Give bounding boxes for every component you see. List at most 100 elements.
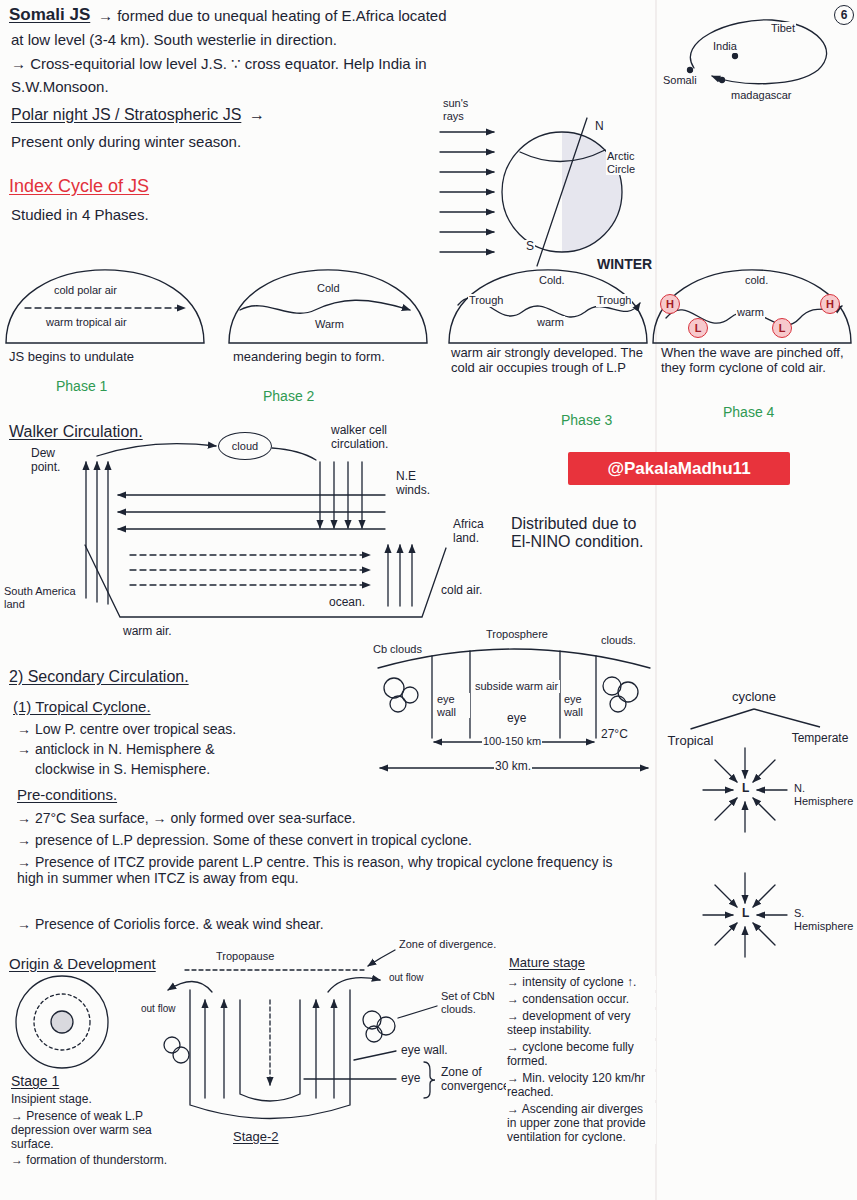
pressure-circle: H xyxy=(820,294,840,314)
note-text: Origin & Development xyxy=(8,955,157,972)
note-text: Polar night JS / Stratospheric JS xyxy=(10,106,242,124)
note-text: L xyxy=(741,907,750,921)
note-text: Phase 4 xyxy=(722,404,775,420)
node-text: cyclone xyxy=(732,690,776,705)
note-text: Tropopause xyxy=(215,950,275,963)
note-text: Set of CbN clouds. xyxy=(440,990,500,1015)
note-text: Cb clouds xyxy=(372,643,423,656)
phase-dome: ColdWarm xyxy=(228,268,428,343)
note-text: N xyxy=(594,120,605,134)
note-text: Phase 2 xyxy=(262,388,315,404)
note-text: L xyxy=(741,782,750,796)
note-text: meandering begin to form. xyxy=(232,350,424,365)
note-text: Index Cycle of JS xyxy=(8,176,150,197)
node-text: @PakalaMadhu11 xyxy=(607,459,750,479)
tree-term: cyclone xyxy=(728,686,780,708)
node-text: Warm xyxy=(314,318,345,331)
note-text: → development of very steep instability. xyxy=(506,1010,656,1038)
note-text: Phase 1 xyxy=(55,378,108,394)
tree-term: Tropical xyxy=(664,730,717,752)
note-text: eye xyxy=(400,1072,421,1086)
dome-outline xyxy=(5,268,205,343)
note-text: WINTER xyxy=(596,256,653,272)
watermark-badge: @PakalaMadhu11 xyxy=(568,452,790,485)
note-text: → condensation occur. xyxy=(506,993,656,1007)
note-text: South America land xyxy=(3,585,81,610)
phase-dome: Cold.TroughwarmTrough xyxy=(448,268,648,343)
node-text: Temperate xyxy=(792,732,849,746)
node-text: Tropical xyxy=(668,734,714,749)
note-text: → Presence of Coriolis force. & weak win… xyxy=(16,916,325,932)
node-text: cold polar air xyxy=(53,284,118,297)
note-text: → anticlock in N. Hemisphere & xyxy=(16,741,216,757)
note-text: subside warm air xyxy=(474,680,560,693)
note-text: out flow xyxy=(388,972,430,984)
note-text: Somali JS xyxy=(8,5,91,25)
node-text: Cold. xyxy=(538,274,566,287)
note-text: sun's rays xyxy=(442,97,490,122)
note-text: Walker Circulation. xyxy=(8,423,144,441)
note-text: warm air. xyxy=(122,625,174,639)
tree-branch xyxy=(691,709,755,729)
note-text: eye wall xyxy=(436,693,470,718)
note-text: Zone of divergence. xyxy=(398,938,500,951)
note-text: S xyxy=(525,240,535,254)
dome-outline xyxy=(228,268,428,343)
note-text: S. Hemisphere xyxy=(793,907,855,932)
note-text: Phase 3 xyxy=(560,412,613,428)
note-text: → Ascending air diverges in upper zone t… xyxy=(506,1103,656,1144)
node-text: 6 xyxy=(841,9,848,21)
node-text: Cold xyxy=(316,282,341,295)
note-text: → xyxy=(248,106,266,124)
note-text: → 27°C Sea surface, → only formed over s… xyxy=(16,810,357,826)
note-text: cold air. xyxy=(440,584,486,598)
note-text: → cyclone become fully formed. xyxy=(506,1041,656,1069)
note-text: India xyxy=(712,40,738,53)
note-text: Zone of convergence. xyxy=(440,1066,504,1094)
note-text: eye xyxy=(506,712,527,726)
note-text: Dew point. xyxy=(30,447,80,475)
note-text: N. Hemisphere xyxy=(793,782,855,807)
note-text: Stage-2 xyxy=(232,1130,280,1145)
note-text: ocean. xyxy=(328,596,366,610)
node-text: L xyxy=(779,323,786,334)
note-text: → formation of thunderstorm. xyxy=(10,1154,187,1168)
pressure-circle: L xyxy=(772,318,792,338)
note-text: 2) Secondary Circulation. xyxy=(8,668,190,686)
pressure-circle: L xyxy=(688,318,708,338)
note-text: Troposphere xyxy=(485,628,549,641)
note-text: S.W.Monsoon. xyxy=(10,78,110,95)
note-text: → Presence of weak L.P depression over w… xyxy=(10,1110,187,1151)
tree-term: Temperate xyxy=(788,728,852,749)
phase-dome: cold.warmHLLH xyxy=(652,268,852,343)
note-text: N.E winds. xyxy=(395,470,445,498)
note-text: When the wave are pinched off, they form… xyxy=(660,346,852,376)
note-text: → presence of L.P depression. Some of th… xyxy=(16,832,473,848)
node-text: H xyxy=(826,299,834,310)
node-text: warm tropical air xyxy=(45,316,128,329)
note-text: → Low P. centre over tropical seas. xyxy=(16,721,237,737)
note-text: (1) Tropical Cyclone. xyxy=(12,698,152,715)
node-text: L xyxy=(695,323,702,334)
pressure-circle: H xyxy=(660,294,680,314)
cloud-shape: cloud xyxy=(218,432,272,460)
note-text: clouds. xyxy=(600,634,637,647)
note-text: Distributed due to El-NINO condition. xyxy=(510,515,652,552)
note-text: at low level (3-4 km). South westerlie i… xyxy=(10,31,338,48)
phase-dome: cold polar air warm tropical air xyxy=(5,268,205,343)
note-text: madagascar xyxy=(730,89,793,102)
note-text: 27°C xyxy=(600,728,629,742)
note-text: warm air strongly developed. The cold ai… xyxy=(450,346,647,376)
note-text: Stage 1 xyxy=(10,1073,60,1089)
note-text: → Cross-equitorial low level J.S. ∵ cros… xyxy=(10,55,428,72)
note-text: eye wall xyxy=(563,693,595,718)
note-text: → formed due to unequal heating of E.Afr… xyxy=(97,7,448,24)
node-text: warm xyxy=(736,306,765,319)
note-text: Tibet xyxy=(770,22,796,35)
note-text: → Min. velocity 120 km/hr reached. xyxy=(506,1072,656,1100)
note-text: Insipient stage. xyxy=(10,1093,93,1107)
note-text: Pre-conditions. xyxy=(16,786,118,803)
node-text: H xyxy=(666,299,674,310)
